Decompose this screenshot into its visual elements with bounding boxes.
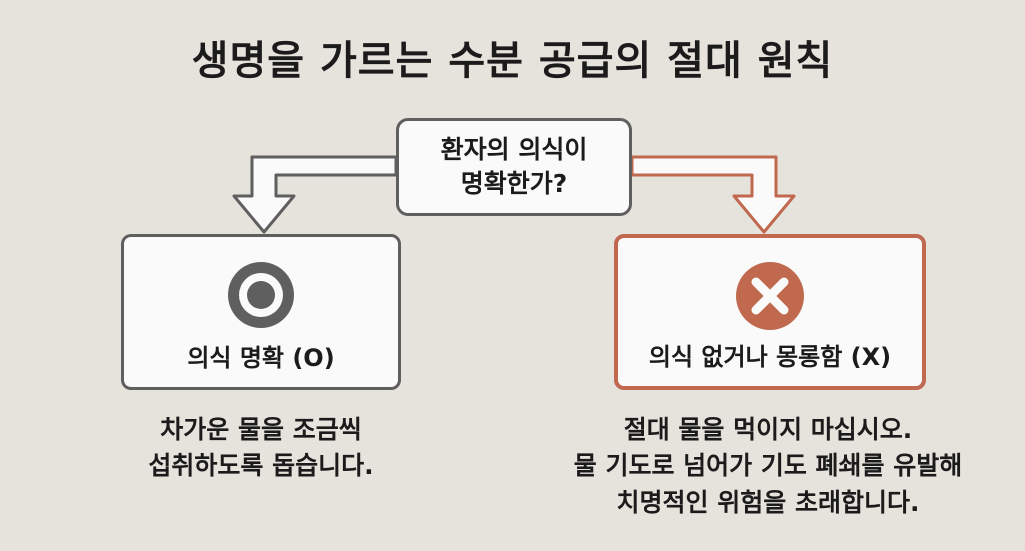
unconscious-label: 의식 없거나 몽롱함 (X) bbox=[648, 343, 892, 371]
diagram-title: 생명을 가르는 수분 공급의 절대 원칙 bbox=[191, 38, 834, 84]
x-mark-icon bbox=[736, 262, 804, 330]
right-branch-arrow bbox=[630, 155, 796, 234]
decision-question-box: 환자의 의식이 명확한가? bbox=[396, 118, 632, 216]
left-branch-arrow bbox=[232, 155, 398, 234]
conscious-card: 의식 명확 (O) bbox=[121, 234, 401, 390]
conscious-instruction: 차가운 물을 조금씩 섭취하도록 돕습니다. bbox=[148, 415, 374, 481]
unconscious-card: 의식 없거나 몽롱함 (X) bbox=[614, 234, 926, 390]
unconscious-instruction: 절대 물을 먹이지 마십시오. 물 기도로 넘어가 기도 폐쇄를 유발해 치명적… bbox=[573, 415, 963, 517]
conscious-label: 의식 명확 (O) bbox=[187, 344, 335, 372]
circle-o-icon bbox=[228, 262, 294, 328]
